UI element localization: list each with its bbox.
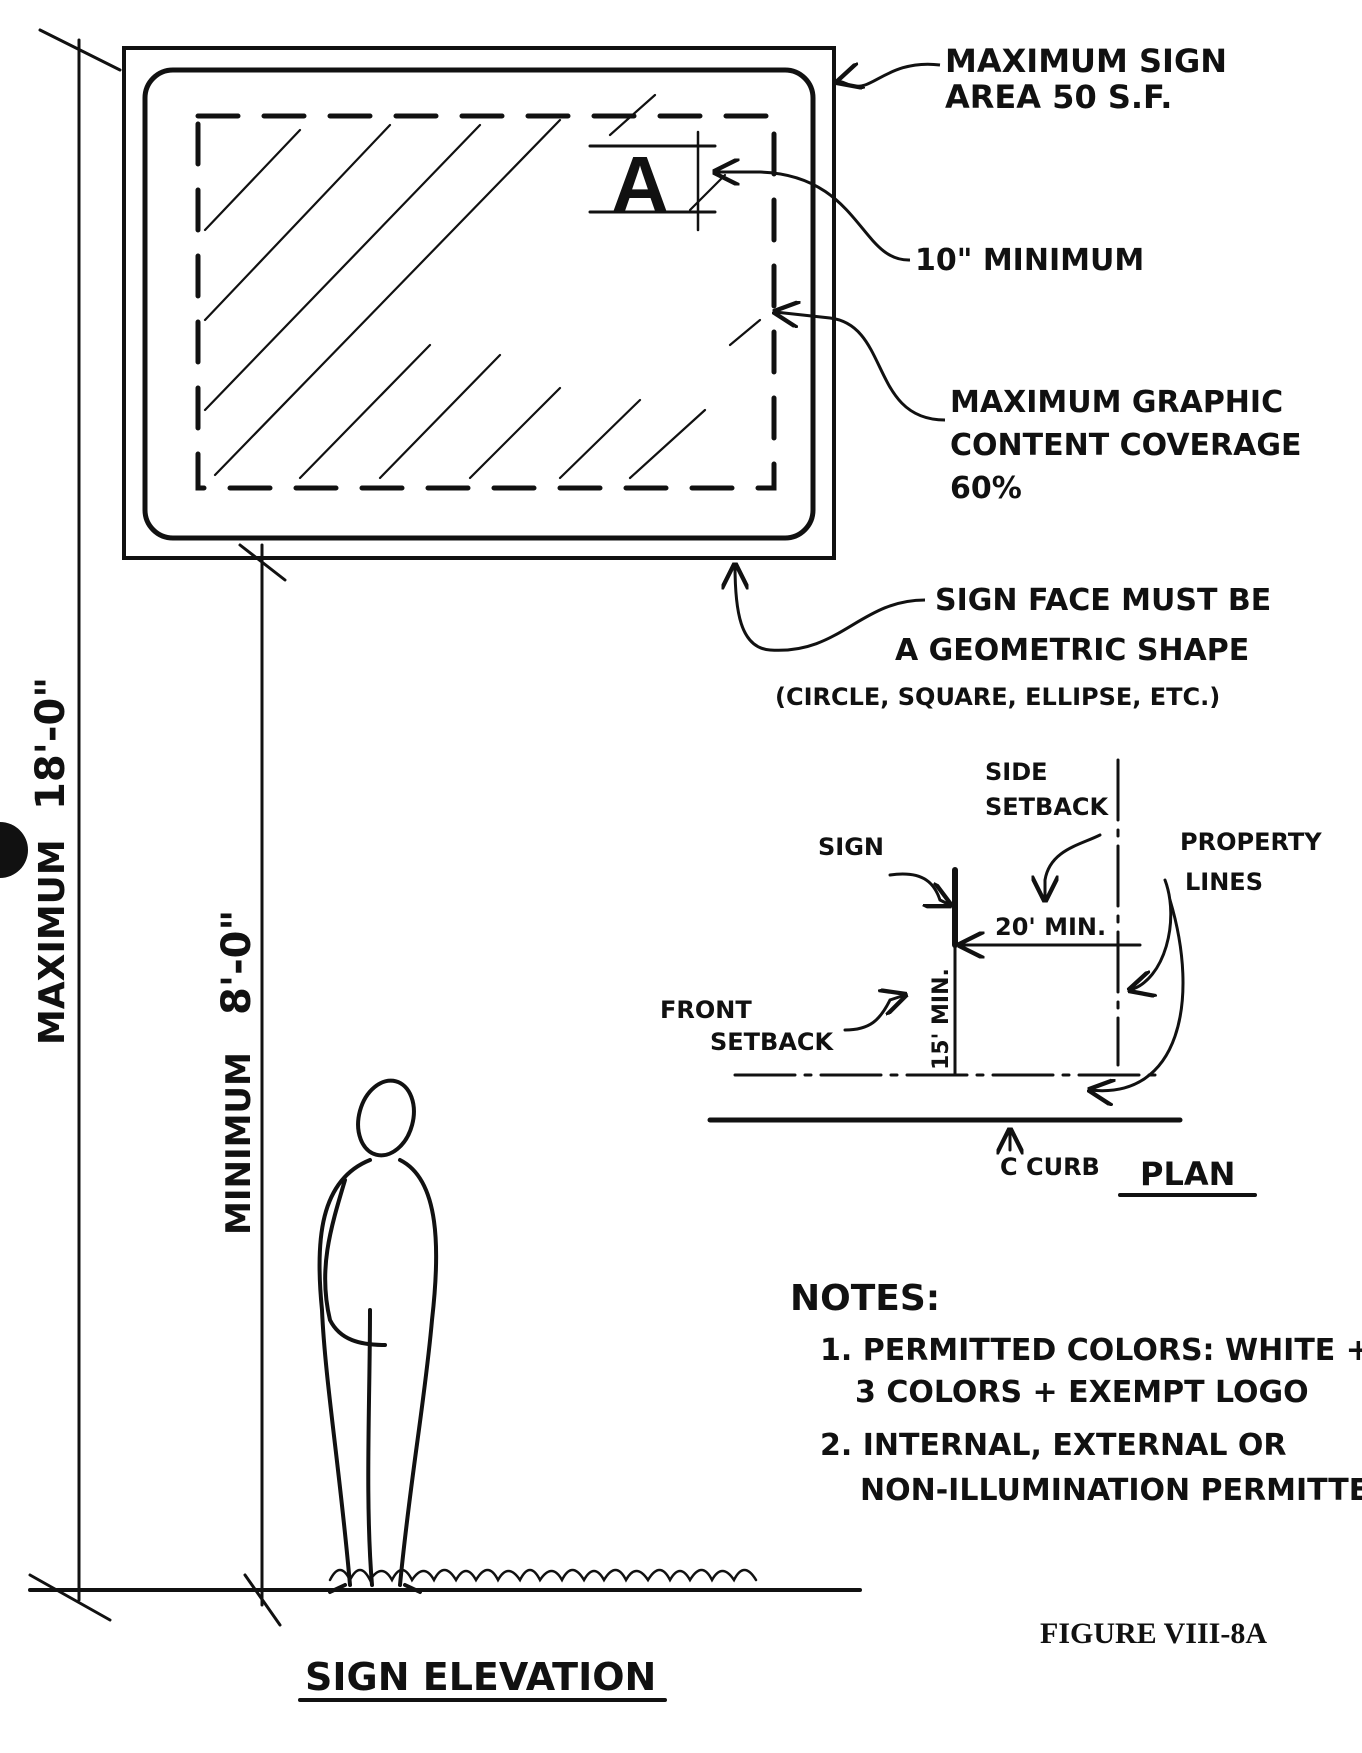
notes-heading: NOTES: [790,1278,940,1319]
max-height-label: MAXIMUM [32,839,73,1045]
geometric-shape-callout: SIGN FACE MUST BE A GEOMETRIC SHAPE (CIR… [775,583,1271,711]
min-height-value: 8'-0" [214,910,260,1015]
graphic-coverage-leader [775,312,946,422]
sign-hatching [203,93,762,480]
graphic-line3: 60% [950,471,1022,506]
site-plan [707,758,1257,1197]
sign-elevation-title: SIGN ELEVATION [305,1655,656,1699]
graphic-content-boundary [195,113,777,491]
sign-sample-letter: A [611,140,669,229]
graphic-line1: MAXIMUM GRAPHIC [950,385,1283,420]
sign-area-line1: MAXIMUM SIGN [945,42,1227,80]
geometric-shape-leader [735,565,926,652]
curb-label: C CURB [1000,1153,1100,1181]
property-lines-line1: PROPERTY [1180,828,1322,856]
sign-frame [122,46,836,560]
side-setback-distance: 20' MIN. [995,913,1106,941]
callout-leaders [715,64,946,652]
graphic-coverage-callout: MAXIMUM GRAPHIC CONTENT COVERAGE 60% [950,385,1301,506]
shape-line3: (CIRCLE, SQUARE, ELLIPSE, ETC.) [775,683,1220,711]
sign-face [142,67,816,541]
front-setback-distance: 15' MIN. [929,968,954,1070]
side-setback-line1: SIDE [985,758,1048,786]
front-setback-line1: FRONT [660,996,752,1024]
plan-title: PLAN [1140,1155,1235,1193]
letter-height-leader [715,172,911,262]
max-height-value: 18'-0" [28,677,74,810]
shape-line2: A GEOMETRIC SHAPE [895,633,1249,668]
letter-min-height-callout: 10" MINIMUM [915,243,1144,278]
notes-block: NOTES: 1. PERMITTED COLORS: WHITE + 3 CO… [790,1278,1362,1508]
figure-label: FIGURE VIII-8A [1040,1617,1267,1650]
note-1-line1: 1. PERMITTED COLORS: WHITE + [820,1333,1362,1368]
grass [328,1568,758,1583]
note-2-line1: 2. INTERNAL, EXTERNAL OR [820,1428,1287,1463]
note-2-line2: NON-ILLUMINATION PERMITTED [860,1473,1362,1508]
shape-line1: SIGN FACE MUST BE [935,583,1271,618]
property-lines-line2: LINES [1185,868,1263,896]
min-height-label: MINIMUM [219,1052,259,1235]
sign-area-line2: AREA 50 S.F. [945,78,1172,116]
front-setback-line2: SETBACK [710,1028,835,1056]
sign-elevation: A [28,28,862,1702]
plan-labels: SIDE SETBACK SIGN PROPERTY LINES 20' MIN… [660,758,1322,1193]
edge-blob [0,822,28,878]
sign-area-leader [838,64,941,86]
side-setback-line2: SETBACK [985,793,1110,821]
person-silhouette [317,1078,439,1594]
plan-sign-label: SIGN [818,833,884,861]
sign-area-callout: MAXIMUM SIGN AREA 50 S.F. [945,42,1227,116]
note-1-line2: 3 COLORS + EXEMPT LOGO [855,1375,1309,1410]
graphic-line2: CONTENT COVERAGE [950,428,1301,463]
